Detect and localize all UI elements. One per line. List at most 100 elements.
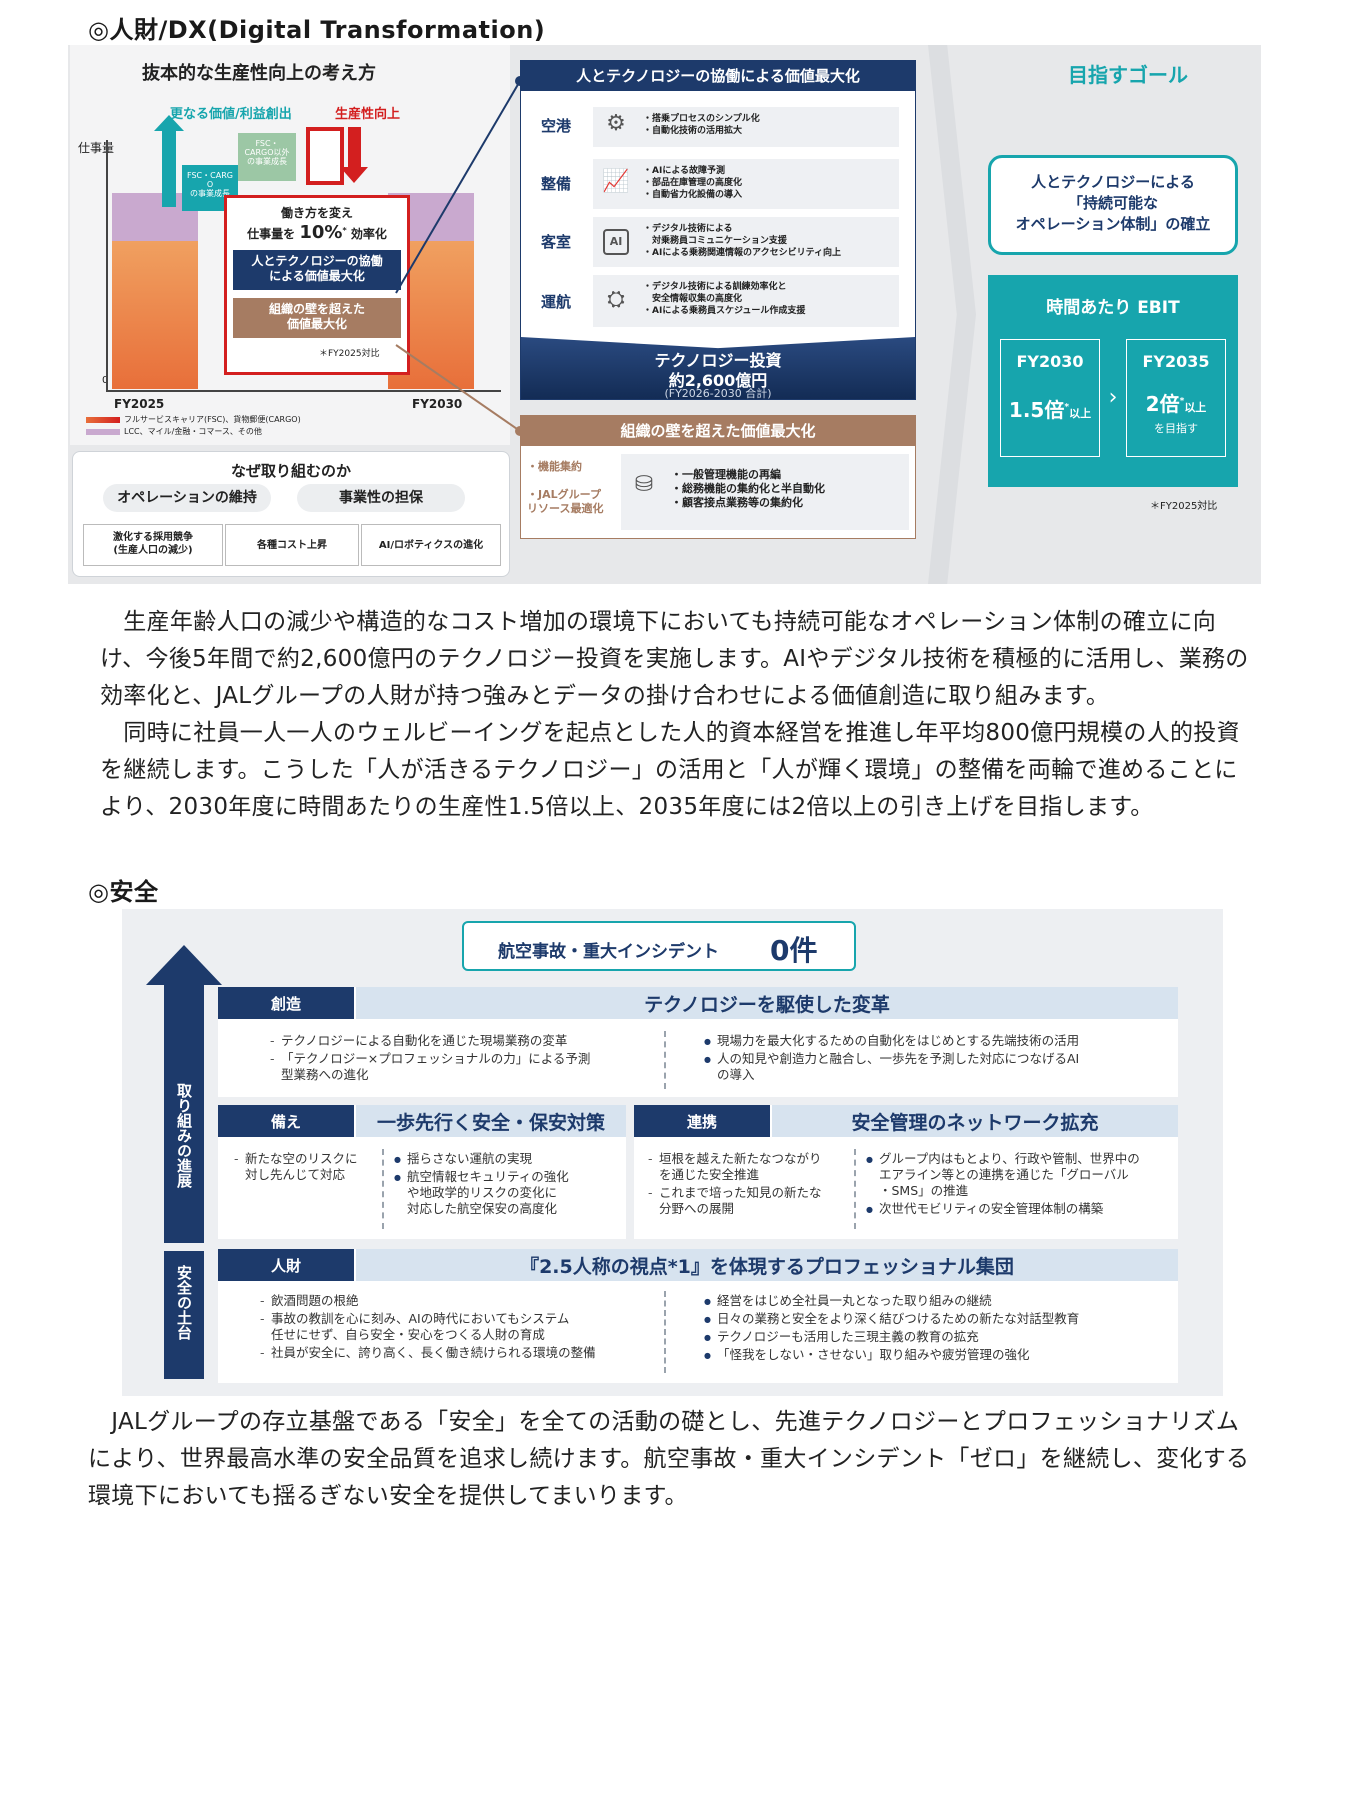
origin-label: 0 [102, 375, 108, 386]
progress-arrow-head-icon [146, 945, 222, 985]
link-block: 連携 安全管理のネットワーク拡充 垣根を越えた新たなつながり を通じた安全推進 … [634, 1105, 1178, 1239]
link-right-list: グループ内はもとより、行政や管制、世界中の エアライン等との連携を通じた「グロー… [866, 1151, 1172, 1219]
investment-period: (FY2026-2030 合計) [664, 387, 772, 400]
dx-infographic: 抜本的な生産性向上の考え方 更なる価値/利益創出 生産性向上 仕事量 0 FSC… [68, 45, 1261, 584]
value-up-arrow-head-icon [154, 115, 184, 131]
row-maintenance: 整備 📈 ・AIによる故障予測 ・部品在庫管理の高度化 ・自動省力化設備の導入 [531, 157, 907, 211]
people-label: 人財 [218, 1249, 354, 1281]
create-left-list: テクノロジーによる自動化を通じた現場業務の変革 「テクノロジー×プロフェッショナ… [268, 1033, 668, 1085]
fy2035-aim: を目指す [1154, 422, 1198, 435]
progress-arrow-label: 取り組みの進展 [175, 1083, 193, 1188]
productivity-label: 生産性向上 [335, 107, 401, 122]
prepare-left-list: 新たな空のリスクに 対し先んじて対応 [232, 1151, 372, 1185]
row-airport-label: 空港 [541, 117, 572, 135]
productivity-concept-card: 抜本的な生産性向上の考え方 更なる価値/利益創出 生産性向上 仕事量 0 FSC… [70, 45, 510, 445]
row-cabin-label: 客室 [541, 233, 572, 251]
goal-note: ＊FY2025対比 [1150, 501, 1218, 512]
legend-swatch-lcc [86, 429, 120, 435]
link-title: 安全管理のネットワーク拡充 [772, 1105, 1178, 1137]
link-left-list: 垣根を越えた新たなつながり を通じた安全推進 これまで培った知見の新たな 分野へ… [646, 1151, 842, 1219]
goal-title: 目指すゴール [1068, 63, 1188, 87]
why-pill-business: 事業性の担保 [297, 484, 465, 512]
link-label: 連携 [634, 1105, 770, 1137]
productivity-down-arrow-head-icon [340, 167, 368, 183]
row-maintenance-text: ・AIによる故障予測 ・部品在庫管理の高度化 ・自動省力化設備の導入 [643, 166, 743, 200]
chevron-right-icon: › [1108, 385, 1118, 410]
efficiency-frame: 働き方を変え 仕事量を 10%* 効率化 人とテクノロジーの協働 による価値最大… [224, 195, 410, 375]
org-wall-card: 組織の壁を超えた価値最大化 ・機能集約 ・JALグループ リソース最適化 ⛁ ・… [520, 415, 916, 539]
zero-incident-label: 航空事故・重大インシデント [498, 942, 719, 962]
why-factor-cost: 各種コスト上昇 [225, 524, 359, 566]
org-left-text: ・機能集約 ・JALグループ リソース最適化 [527, 460, 604, 515]
why-factor-ai: AI/ロボティクスの進化 [361, 524, 501, 566]
safety-heading: ◎安全 [88, 878, 159, 906]
foundation-bar: 安全の土台 [164, 1251, 204, 1379]
create-label: 創造 [218, 987, 354, 1019]
row-cabin: 客室 AI ・デジタル技術による 対乗務員コミュニケーション支援 ・AIによる乗… [531, 215, 907, 269]
chevron-arrow-icon [928, 45, 976, 584]
investment-amount: 約2,600億円 [668, 371, 768, 390]
y-axis [106, 140, 108, 392]
people-tech-header: 人とテクノロジーの協働による価値最大化 [521, 61, 915, 91]
left-note: ＊FY2025対比 [319, 349, 380, 359]
workload-text: 仕事量を 10%* 効率化 [247, 222, 387, 243]
x-start-label: FY2025 [114, 397, 165, 411]
people-tech-box: 人とテクノロジーの協働 による価値最大化 [233, 250, 401, 290]
legend-fsc: フルサービスキャリア(FSC)、貨物郵便(CARGO) [124, 415, 301, 424]
robot-arm-icon: ⚙ [606, 111, 626, 136]
create-block: 創造 テクノロジーを駆使した変革 テクノロジーによる自動化を通じた現場業務の変革… [218, 987, 1178, 1097]
create-right-list: 現場力を最大化するための自動化をはじめとする先端技術の活用 人の知見や創造力と融… [704, 1033, 1164, 1085]
productivity-square [306, 127, 344, 185]
create-title: テクノロジーを駆使した変革 [356, 987, 1178, 1019]
value-creation-label: 更なる価値/利益創出 [170, 107, 292, 122]
row-maintenance-label: 整備 [541, 175, 572, 193]
database-gear-icon: ⛁ [634, 472, 654, 497]
dx-heading: ◎人財/DX(Digital Transformation) [88, 16, 546, 44]
x-axis [106, 390, 501, 392]
fy2035-value: 2倍*以上 [1145, 392, 1207, 416]
foundation-label: 安全の土台 [175, 1265, 193, 1340]
legend-lcc: LCC、マイル/金融・コマース、その他 [124, 427, 262, 436]
ai-chip-icon: AI [603, 229, 629, 255]
maintenance-chart-icon: 📈 [602, 169, 630, 194]
why-card: なぜ取り組むのか オペレーションの維持 事業性の担保 激化する採用競争 (生産人… [72, 451, 510, 577]
investment-box: テクノロジー投資 約2,600億円 (FY2026-2030 合計) [521, 337, 915, 399]
productivity-title: 抜本的な生産性向上の考え方 [142, 63, 376, 84]
investment-title: テクノロジー投資 [654, 351, 782, 370]
fsc-cargo-other-box: FSC・ CARGO以外 の事業成長 [238, 133, 296, 181]
org-right-text: ・一般管理機能の再編 ・総務機能の集約化と半自動化 ・顧客接点業務等の集約化 [671, 468, 825, 509]
zero-incident-value: 0件 [770, 934, 818, 967]
people-tech-card: 人とテクノロジーの協働による価値最大化 空港 ⚙ ・搭乗プロセスのシンプル化 ・… [520, 60, 916, 400]
productivity-down-arrow-icon [348, 127, 361, 169]
row-flight-ops: 運航 ⛭ ・デジタル技術による訓練効率化と 安全情報収集の高度化 ・AIによる乗… [531, 273, 907, 329]
row-airport: 空港 ⚙ ・搭乗プロセスのシンプル化 ・自動化技術の活用拡大 [531, 101, 907, 151]
workstyle-text: 働き方を変え [280, 206, 353, 220]
legend-swatch-fsc [86, 417, 120, 423]
fy2030-value: 1.5倍*以上 [1008, 398, 1092, 422]
progress-arrow-shaft: 取り組みの進展 [164, 983, 204, 1243]
fy2035-box: FY2035 2倍*以上 を目指す [1126, 339, 1226, 457]
why-factor-hiring: 激化する採用競争 (生産人口の減少) [83, 524, 223, 566]
safety-paragraph: JALグループの存立基盤である「安全」を全ての活動の礎とし、先進テクノロジーとプ… [88, 1409, 1250, 1509]
prepare-title: 一歩先行く安全・保安対策 [356, 1105, 626, 1137]
y-axis-label: 仕事量 [78, 141, 115, 155]
bar-fy2025-fsc [112, 241, 198, 389]
network-gear-icon: ⛭ [607, 287, 625, 312]
ebit-title: 時間あたり EBIT [1046, 298, 1180, 318]
people-left-list: 飲酒問題の根絶 事故の教訓を心に刻み、AIの時代においてもシステム 任せにせず、… [258, 1293, 668, 1363]
org-wall-box: 組織の壁を超えた 価値最大化 [233, 298, 401, 338]
prepare-label: 備え [218, 1105, 354, 1137]
value-up-arrow-icon [162, 125, 176, 207]
people-title: 『2.5人称の視点*1』を体現するプロフェッショナル集団 [356, 1249, 1178, 1281]
fy2030-box: FY2030 1.5倍*以上 [1000, 339, 1100, 457]
row-cabin-text: ・デジタル技術による 対乗務員コミュニケーション支援 ・AIによる乗務関連情報の… [643, 224, 842, 258]
fy2035-label: FY2035 [1142, 352, 1210, 371]
dx-paragraph: 生産年齢人口の減少や構造的なコスト増加の環境下においても持続可能なオペレーション… [100, 609, 1249, 820]
why-title: なぜ取り組むのか [230, 462, 351, 480]
why-pill-operation: オペレーションの維持 [103, 484, 271, 512]
people-right-list: 経営をはじめ全社員一丸となった取り組みの継続 日々の業務と安全をより深く結びつけ… [704, 1293, 1174, 1365]
row-airport-text: ・搭乗プロセスのシンプル化 ・自動化技術の活用拡大 [643, 114, 760, 136]
zero-incident-box: 航空事故・重大インシデント 0件 [462, 921, 856, 971]
org-wall-header: 組織の壁を超えた価値最大化 [521, 416, 915, 446]
prepare-block: 備え 一歩先行く安全・保安対策 新たな空のリスクに 対し先んじて対応 揺らさない… [218, 1105, 626, 1239]
